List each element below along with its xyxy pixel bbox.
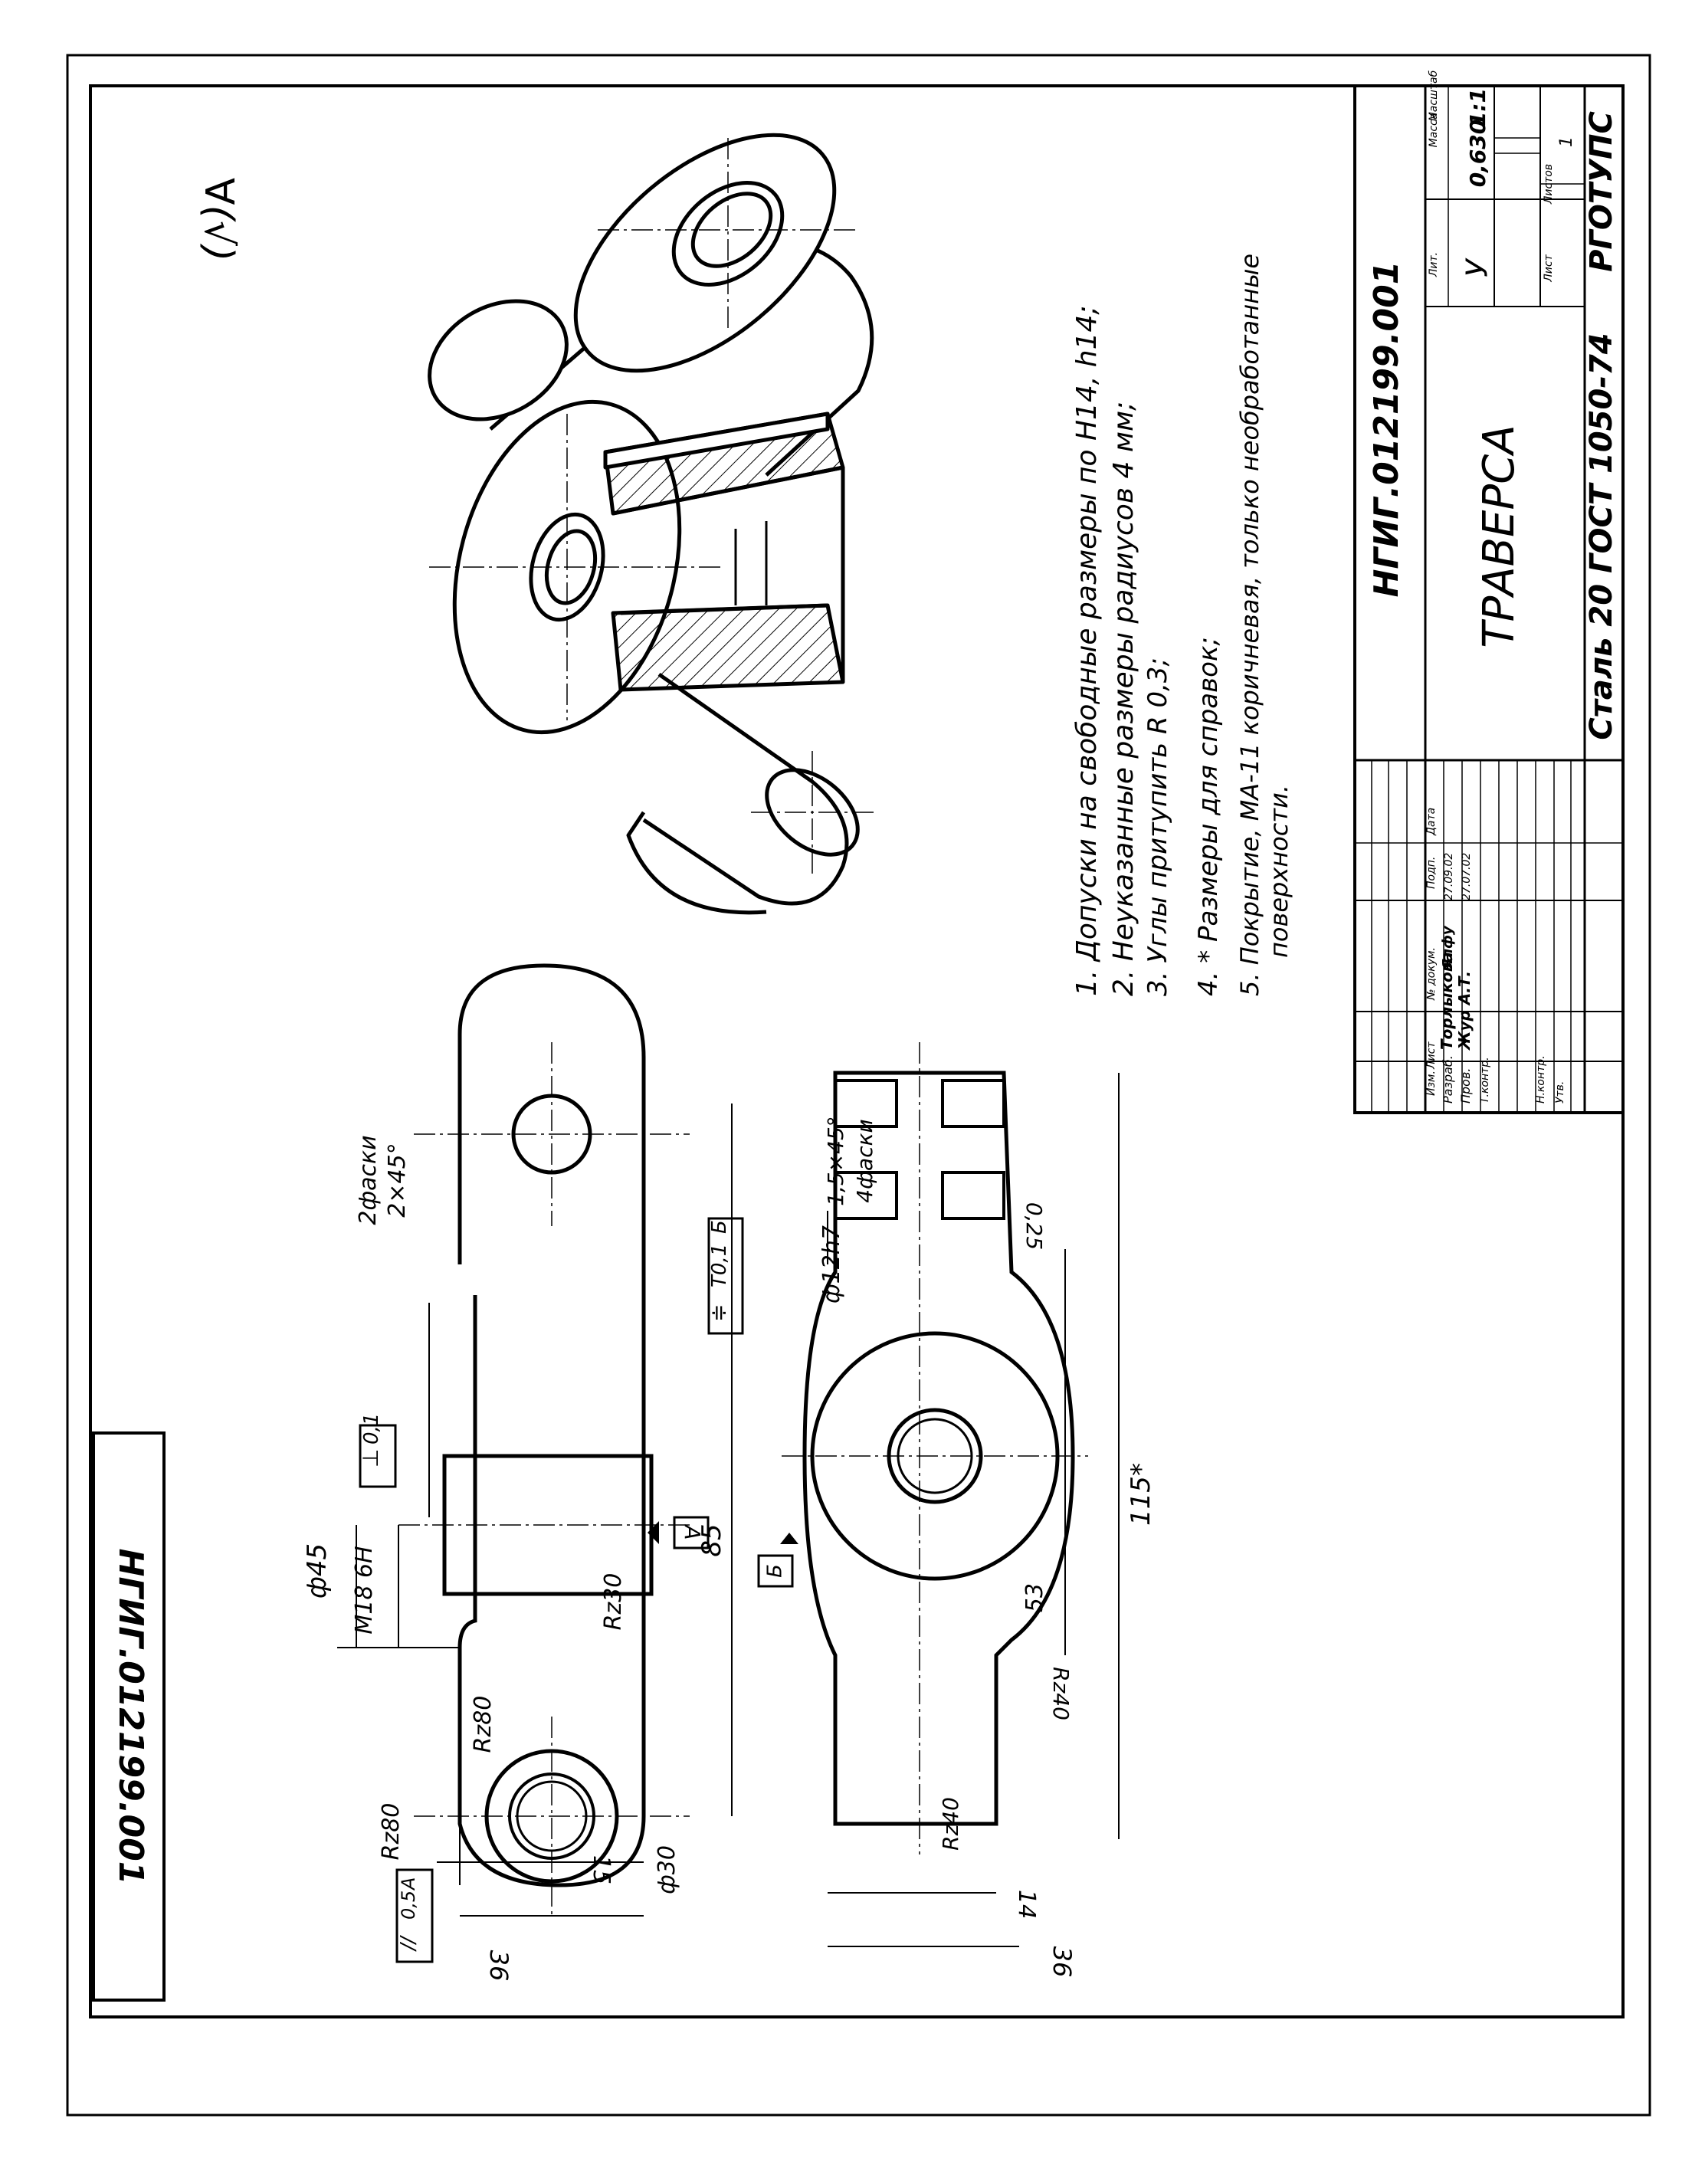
row-name-1: Жур А.Т. [1455,971,1474,1051]
dim-d12: ф12h7 [818,1225,845,1304]
side-view: Б ≑ T0,1 Б ф12h7 1,5×45° 4фаски 0,25 115… [706,1042,1156,1977]
front-view: A ф45 М18 6H ⊥ 0,1 2фаски 2×45° Rz30 Rz8… [302,963,733,1982]
par-value: 0,5 [398,1891,419,1920]
note-1: 1. Допуски на свободные размеры по H14, … [1071,305,1103,996]
part-name: ТРАВЕРСА [1474,425,1524,648]
sym-value: T0,1 [708,1244,731,1287]
row-role-5: Утв. [1554,1081,1566,1103]
material: Сталь 20 ГОСТ 1050-74 [1584,333,1619,739]
lit-header: Лит. [1428,252,1440,277]
note-2: 2. Неуказанные размеры радиусов 4 мм; [1108,402,1139,996]
row-role-1: Пров. [1458,1068,1473,1104]
dim-chamf4: 4фаски [852,1119,877,1202]
hdr-change: Изм. [1425,1071,1438,1096]
letter: У [1461,257,1494,277]
row-role-4: Н.контр. [1535,1055,1547,1103]
isometric-view [428,133,874,915]
datum-b: Б [764,1564,787,1578]
perp-symbol: ⊥ [358,1449,383,1467]
dim-53: 53 [1021,1583,1048,1612]
sheets-header: Листов [1543,164,1555,205]
dim-d30: ф30 [654,1845,680,1894]
dim-14: 14 [1013,1890,1040,1919]
dim-115: 115* [1126,1463,1156,1526]
doc-number-stamp-text: НГИГ.012199.001 [111,1549,150,1885]
title-block: НГИГ.012199.001 ТРАВЕРСА Сталь 20 ГОСТ 1… [1353,70,1625,1114]
scale: 1:1 [1465,88,1490,126]
scale-header: Масштаб [1428,70,1440,121]
rz40-b: Rz40 [938,1797,963,1851]
dim-chamf4-size: 1,5×45° [823,1116,848,1206]
row-role-2: Т.контр. [1479,1057,1491,1103]
paper-edge [66,54,1651,2117]
dim-15: 15 [588,1855,615,1884]
dim-chamf2: 2фаски [355,1135,382,1225]
hdr-sheet: Лист [1425,1041,1438,1070]
hdr-sign: Подп. [1425,857,1438,889]
dim-85: 85 [697,1523,727,1556]
general-roughness-symbol: ∀(√) [195,178,241,261]
par-symbol: // [397,1934,420,1952]
rz30: Rz30 [600,1573,627,1631]
rz80-a: Rz80 [378,1803,405,1861]
row-date-1: 27.07.02 [1461,853,1473,900]
dim-36-bot: 36 [1048,1946,1077,1978]
mass-header: Масса [1428,113,1440,148]
organization: РГОТУПС [1584,111,1619,272]
mass: 0,630 [1465,120,1490,188]
sheets-count: 1 [1557,136,1576,147]
sym-symbol: ≑ [706,1304,731,1322]
r025: 0,25 [1021,1202,1047,1250]
technical-notes: 1. Допуски на свободные размеры по H14, … [1071,254,1294,996]
note-4: 4. * Размеры для справок; [1193,637,1224,996]
rz40-a: Rz40 [1048,1667,1074,1720]
row-role-0: Разраб. [1441,1055,1455,1103]
doc-number-stamp: НГИГ.012199.001 [92,1431,166,2002]
note-5-cont: поверхности. [1264,785,1294,958]
rz80-b: Rz80 [470,1696,497,1753]
dim-m18: М18 6H [351,1546,378,1634]
row-name-0: Торлыкова [1438,952,1456,1050]
dim-chamf2-size: 2×45° [384,1143,411,1217]
perp-value: 0,1 [360,1413,383,1445]
datum-a: A [680,1523,705,1540]
note-5: 5. Покрытие, МА-11 коричневая, только не… [1235,254,1264,996]
note-3: 3. Углы притупить R 0,3; [1143,657,1173,996]
dim-d45: ф45 [302,1543,333,1599]
title-block-doc-number: НГИГ.012199.001 [1367,261,1406,598]
hdr-date: Дата [1425,808,1438,836]
dim-36-top: 36 [484,1950,513,1982]
sheet-header: Лист [1543,254,1555,282]
sym-ref: Б [708,1220,731,1234]
row-date-0: 27.09.02 [1443,853,1455,900]
row-sign-0: Ялфу [1440,925,1456,970]
par-datum: A [398,1877,419,1891]
hdr-doc: № докум. [1425,947,1438,1001]
